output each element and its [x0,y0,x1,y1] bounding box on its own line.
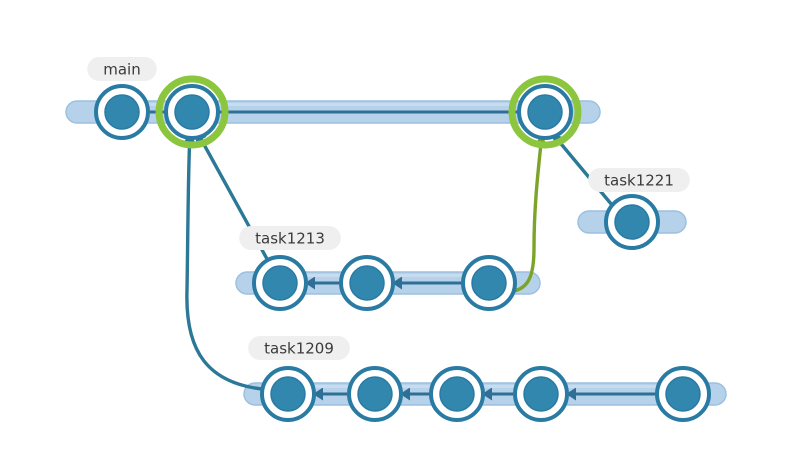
node-core [270,376,306,412]
arrow-head [482,387,492,401]
baseline-highlight-ring [508,75,582,149]
branch-label-pill [588,168,690,192]
branch-label-pill [248,336,350,360]
node-core [104,94,140,130]
branch-label-task1213[interactable]: task1213 [239,226,341,250]
commit-node-bl101[interactable] [155,75,229,149]
node-core [357,376,393,412]
branch-label-main[interactable]: main [87,57,157,81]
branch-labels-layer: main task1213 task1221 task1209 [87,57,690,360]
baseline-highlight-ring [155,75,229,149]
node-core [174,94,210,130]
arrow-head [400,387,410,401]
branch-tracks-layer [65,100,727,406]
connector-line [503,132,544,294]
commit-node-t1213-c2[interactable] [339,255,395,311]
arrow-head [305,276,315,290]
node-core [439,376,475,412]
node-core [262,265,298,301]
commit-node-t1213-c1[interactable] [252,255,308,311]
commit-node-t1209-c3[interactable] [429,366,485,422]
commit-node-t1209-c4[interactable] [513,366,569,422]
connector-line [185,130,274,392]
branch-label-pill [239,226,341,250]
commit-node-t1221-c1[interactable] [604,194,660,250]
branch-label-text: task1213 [255,230,325,248]
connector-line [550,131,619,213]
commit-node-t1209-c1[interactable] [260,366,316,422]
arrow-head [313,387,323,401]
commit-node-t1213-c3[interactable] [461,255,517,311]
branch-label-text: main [103,61,140,79]
arrow-head [392,276,402,290]
node-core [523,376,559,412]
branch-label-task1209[interactable]: task1209 [248,336,350,360]
commit-node-bl102[interactable] [508,75,582,149]
arrow-head [566,387,576,401]
commit-nodes-layer [94,75,711,422]
branch-label-text: task1221 [604,172,674,190]
commit-node-t1209-c5[interactable] [655,366,711,422]
merge-connectors-layer [183,128,619,392]
branch-label-text: task1209 [264,340,334,358]
node-core [471,265,507,301]
node-core [527,94,563,130]
commit-node-t1209-c2[interactable] [347,366,403,422]
branch-label-pill [87,57,157,81]
node-core [349,265,385,301]
commit-node-main-c1[interactable] [94,84,150,140]
node-core [614,204,650,240]
branch-arrows-layer [130,103,683,401]
node-core [665,376,701,412]
branch-label-task1221[interactable]: task1221 [588,168,690,192]
